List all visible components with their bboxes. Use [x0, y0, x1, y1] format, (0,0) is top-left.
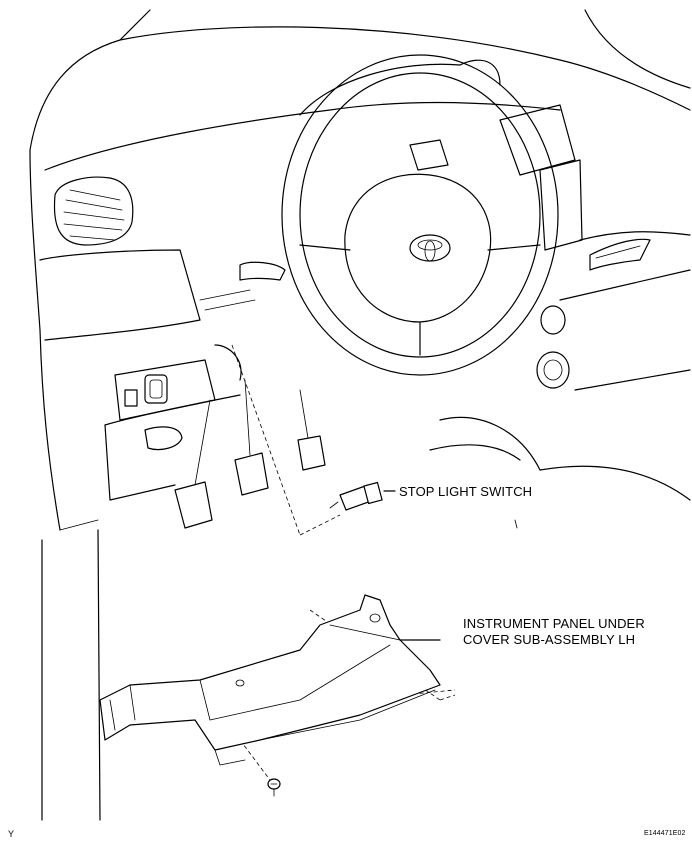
- stop-light-switch-label: STOP LIGHT SWITCH: [399, 484, 533, 499]
- toyota-emblem-icon: [409, 234, 451, 262]
- figure-code: E144471E02: [644, 830, 686, 837]
- stop-light-switch-part: [329, 481, 396, 511]
- steering-wheel: [281, 54, 559, 376]
- under-cover-label-line1: INSTRUMENT PANEL UNDER: [463, 616, 645, 631]
- lower-left-panel: [104, 261, 286, 501]
- pedals: [174, 379, 326, 529]
- center-console: [409, 104, 691, 529]
- under-cover-label-line2: COVER SUB-ASSEMBLY LH: [463, 632, 636, 647]
- dashboard-upper: [29, 9, 691, 821]
- view-mark: Y: [8, 829, 15, 839]
- left-air-vent: [39, 176, 201, 341]
- screw-icon: [267, 778, 281, 797]
- under-cover-part: [99, 594, 441, 766]
